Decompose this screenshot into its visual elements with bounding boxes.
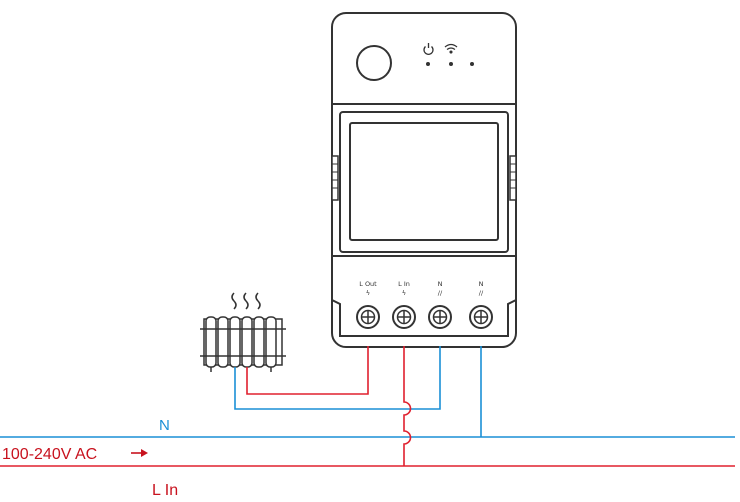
led-indicator xyxy=(426,62,430,66)
terminal-symbol-n-2: // xyxy=(479,289,484,297)
heater-icon xyxy=(200,292,286,372)
led-indicator xyxy=(470,62,474,66)
side-clip-left xyxy=(331,155,339,201)
led-indicator xyxy=(449,62,453,66)
neutral-label: N xyxy=(159,417,170,434)
heater-neutral-wire xyxy=(234,346,441,410)
power-button xyxy=(356,45,392,81)
live-to-terminal-2 xyxy=(403,346,412,466)
terminal-label-l-out: L Out xyxy=(359,280,377,288)
terminal-symbol-n-1: // xyxy=(438,289,443,297)
power-icon xyxy=(423,43,434,55)
device: L Out ϟ L In ϟ N // N // xyxy=(331,12,517,348)
arrow-right-icon xyxy=(131,449,148,457)
heater-live-wire xyxy=(246,346,369,395)
live-label: L In xyxy=(152,482,178,499)
terminal-symbol-l-in: ϟ xyxy=(402,289,406,297)
terminal-screw-2 xyxy=(392,305,416,329)
neutral-wiring xyxy=(0,346,735,438)
terminal-label-n-1: N xyxy=(438,280,443,288)
terminal-screw-1 xyxy=(356,305,380,329)
wifi-icon xyxy=(444,43,458,54)
terminal-screw-4 xyxy=(469,305,493,329)
display-screen xyxy=(349,122,499,241)
terminal-label-n-2: N xyxy=(479,280,484,288)
terminal-symbol-l-out: ϟ xyxy=(366,289,370,297)
voltage-label: 100-240V AC xyxy=(2,446,97,463)
terminal-screw-3 xyxy=(428,305,452,329)
live-wiring xyxy=(0,346,735,467)
side-clip-right xyxy=(509,155,517,201)
terminal-label-l-in: L In xyxy=(398,280,410,288)
